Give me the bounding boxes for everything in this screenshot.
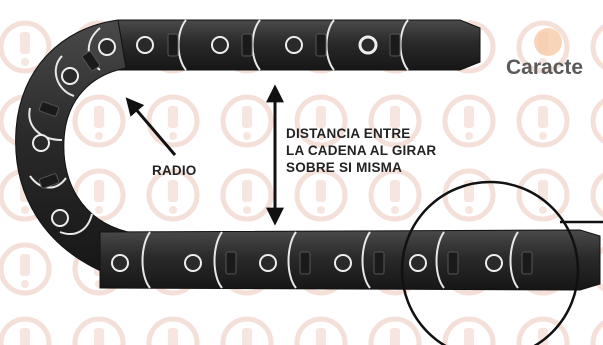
distance-label: DISTANCIA ENTRE LA CADENA AL GIRAR SOBRE… — [286, 125, 436, 176]
accent-badge-icon — [534, 28, 562, 56]
curve-pivot-pins — [32, 38, 116, 227]
curved-chain-section — [15, 19, 129, 279]
distance-label-line-3: SOBRE SI MISMA — [286, 160, 403, 175]
section-heading: Caracte — [506, 56, 584, 79]
distance-label-line-1: DISTANCIA ENTRE — [286, 126, 411, 141]
detail-magnifier-circle — [400, 180, 603, 345]
radius-arrow — [125, 97, 177, 156]
distance-label-line-2: LA CADENA AL GIRAR — [286, 143, 437, 158]
lower-pivot-pins — [111, 254, 503, 272]
upper-pivot-pins — [136, 35, 378, 55]
lower-chain-run — [99, 229, 601, 291]
upper-chain-run — [103, 19, 481, 71]
radius-label: RADIO — [152, 163, 197, 178]
